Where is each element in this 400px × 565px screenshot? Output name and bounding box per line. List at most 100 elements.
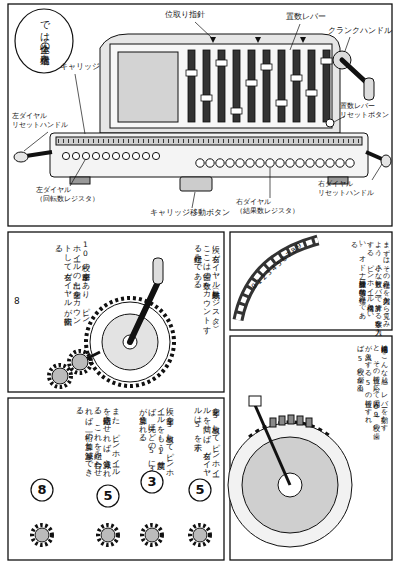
setting-lever	[188, 50, 195, 122]
carriage	[316, 159, 324, 167]
leader-line	[290, 24, 300, 50]
small-gear	[35, 528, 49, 542]
setting-lever	[321, 58, 332, 64]
narration-text: 次に歯を3枚出してピンホイールをもう1度回せば、先ほどの5に3が加算される。	[126, 402, 174, 474]
carriage	[56, 137, 362, 145]
part-name: 左ダイヤル リセットハンドル	[12, 112, 82, 130]
setting-lever	[306, 90, 317, 96]
carriage	[256, 159, 264, 167]
leader-line	[24, 132, 48, 151]
carriage	[286, 159, 294, 167]
circle-outline	[189, 479, 211, 501]
node-text-holder: 5	[188, 478, 212, 502]
narration-text: 歯を5枚出してピンホイールを回せば、右ダイヤルは5を示す。	[180, 402, 220, 474]
small-gear	[98, 525, 118, 545]
circle-outline	[141, 471, 163, 493]
setting-lever	[308, 50, 315, 122]
number-circle: 5	[96, 484, 120, 508]
pin-wheel-inside	[279, 416, 285, 425]
panel-frame	[8, 4, 392, 226]
lever-arc	[238, 240, 318, 320]
small-gear	[32, 525, 52, 545]
number-circle: 5	[188, 478, 212, 502]
calculator-body	[118, 52, 178, 122]
part-name: 位取り指針	[165, 10, 225, 19]
counter-gear	[49, 365, 71, 387]
carriage	[152, 152, 159, 159]
node-text-holder: 5	[96, 484, 120, 508]
panel-frame	[8, 398, 224, 560]
setting-lever	[278, 50, 285, 122]
narration-text: まずはその仕組みを入力部から見てみよう。小さな「置数レバー」で計算する数字を入力…	[318, 236, 390, 326]
carriage	[206, 159, 214, 167]
pin-wheel-inside	[249, 396, 261, 406]
carriage	[92, 152, 99, 159]
setting-lever	[203, 50, 210, 122]
carriage	[72, 152, 79, 159]
pin-wheel-inside	[306, 418, 312, 427]
carriage	[296, 159, 304, 167]
narration-text: また、ピンホイールを逆回転させれば、減算される。これを組み合わせれば、一桁の加算…	[36, 402, 120, 474]
carriage	[112, 152, 119, 159]
carriage	[102, 152, 109, 159]
panel-frame	[230, 232, 392, 330]
calculator-body	[110, 44, 332, 128]
carriage	[132, 152, 139, 159]
setting-lever	[261, 64, 272, 70]
small-gear	[190, 525, 210, 545]
crank-handle	[333, 51, 374, 100]
bubble-text: では全体の構造を。	[38, 14, 50, 68]
circle-outline	[97, 485, 119, 507]
pin-wheel	[153, 258, 163, 284]
setting-lever	[216, 60, 227, 66]
small-gear	[142, 525, 162, 545]
reset-handle	[381, 155, 391, 167]
callout-number: 3	[147, 474, 156, 490]
lever-arc	[238, 240, 318, 320]
carriage	[226, 159, 234, 167]
node-text-holder: 3	[140, 470, 164, 494]
carriage	[276, 159, 284, 167]
setting-lever	[291, 75, 302, 81]
counter-gear	[69, 351, 91, 373]
narration-text: 次に右ダイヤル（結果数レジスタ）。ここは歯の数をカウントする仕組みである。	[176, 240, 220, 336]
carriage	[236, 159, 244, 167]
number-circle: 8	[30, 478, 54, 502]
small-gear	[32, 525, 210, 545]
place-pointer	[255, 37, 261, 43]
leader-line	[195, 22, 212, 38]
leader-line	[345, 37, 350, 51]
leader-line	[192, 192, 195, 208]
place-pointer	[210, 37, 216, 43]
setting-lever	[263, 50, 270, 122]
carriage	[58, 139, 360, 143]
crank-handle	[364, 78, 374, 100]
carriage-button	[70, 177, 348, 191]
part-name: 左ダイヤル （回転数レジスタ）	[36, 186, 116, 204]
pin-wheel	[130, 282, 158, 342]
callout-number: 5	[103, 488, 112, 504]
carriage	[306, 159, 314, 167]
reset-handle	[366, 152, 382, 159]
part-name: 右ダイヤル （結果数レジスタ）	[236, 198, 316, 216]
callout-number: 5	[195, 482, 204, 498]
setting-lever	[186, 50, 332, 122]
part-name: 右ダイヤル リセットハンドル	[318, 180, 392, 198]
panel-frame	[8, 4, 392, 560]
carriage	[82, 152, 89, 159]
carriage	[62, 152, 69, 159]
narration-text: 10枚の歯車があり、ピンホイールの出た歯をカウントして右ダイヤルが回転する。	[46, 240, 90, 324]
pin-wheel-inside	[270, 418, 276, 427]
page-number: 8	[14, 296, 28, 307]
reset-button	[326, 119, 334, 127]
small-gear	[101, 528, 115, 542]
small-gear	[193, 528, 207, 542]
callout-number: 8	[37, 482, 46, 498]
carriage	[326, 159, 334, 167]
part-name: 置数レバー	[286, 12, 336, 21]
carriage	[122, 152, 129, 159]
reset-handle	[14, 152, 28, 162]
small-gear	[145, 528, 159, 542]
counter-gear	[52, 368, 68, 384]
